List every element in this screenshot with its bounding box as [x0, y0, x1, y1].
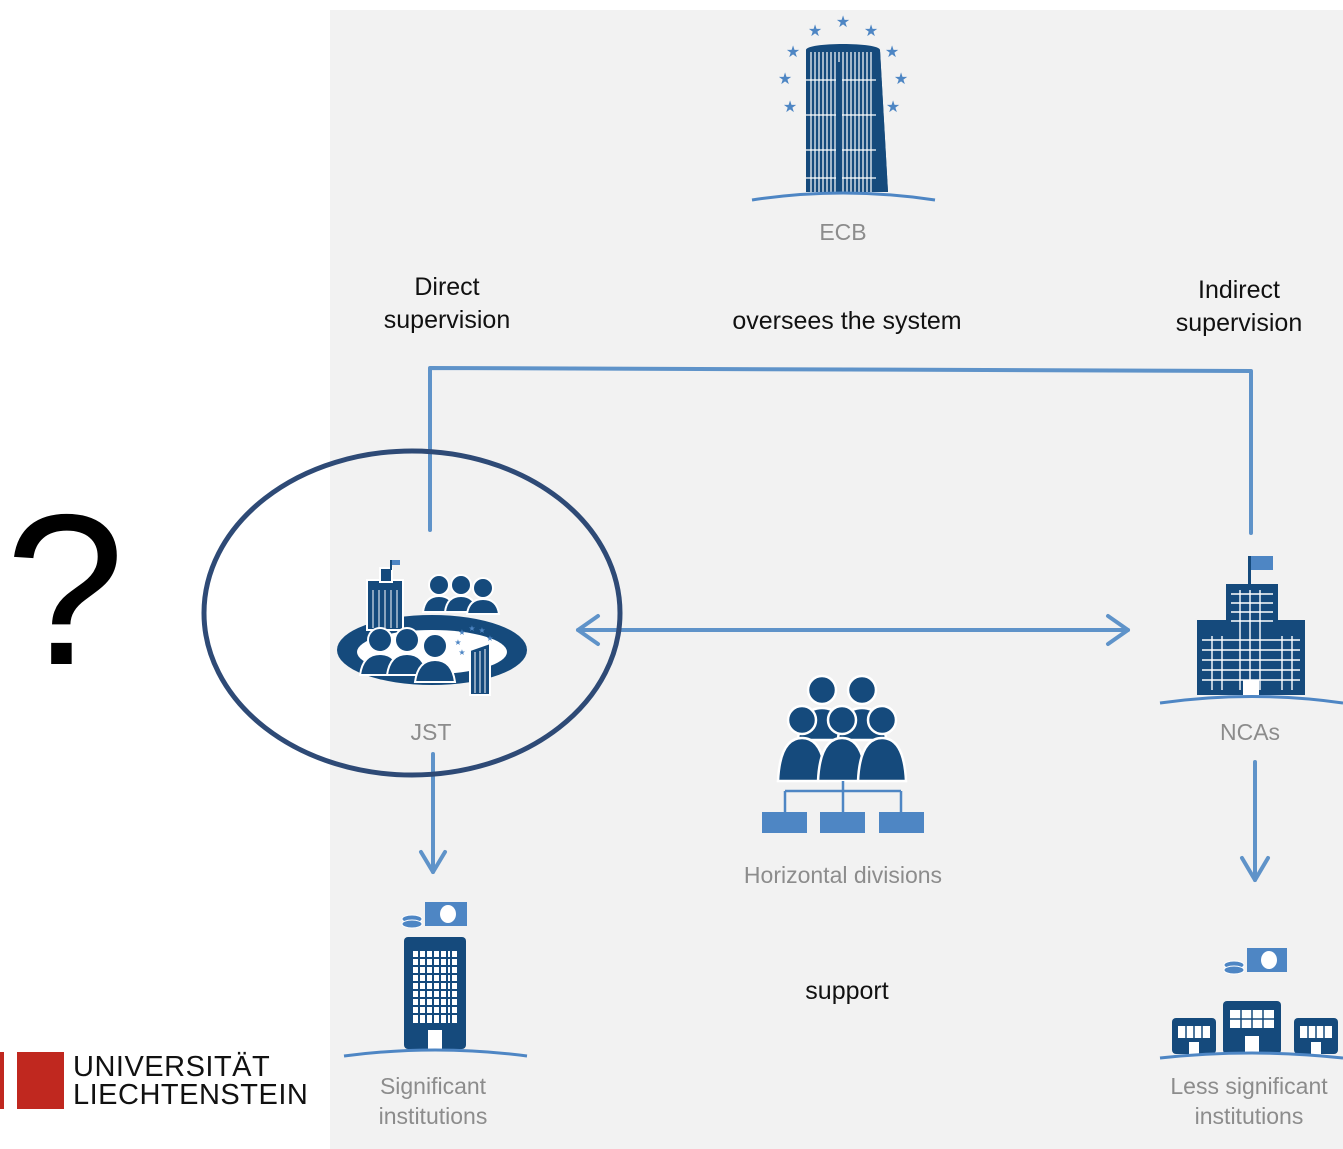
svg-text:★: ★ — [458, 648, 465, 657]
significant-institutions-label: Significant institutions — [378, 1073, 488, 1129]
horizontal-divisions-icon — [762, 674, 924, 833]
logo-red-edge — [0, 1052, 4, 1109]
indirect-supervision-label: Indirect supervision — [1175, 276, 1303, 337]
support-label: support — [805, 977, 889, 1005]
jst-arrowhead — [576, 614, 600, 646]
ncas-label: NCAs — [1219, 719, 1281, 745]
svg-text:★: ★ — [886, 97, 900, 116]
svg-text:★: ★ — [864, 21, 878, 40]
ncas-arrowhead — [1106, 614, 1130, 646]
svg-text:★: ★ — [486, 634, 493, 643]
diagram-background — [330, 10, 1343, 1149]
svg-text:★: ★ — [778, 69, 792, 88]
svg-text:★: ★ — [836, 12, 850, 31]
ecb-building-icon: ★ ★ ★ ★ ★ ★ ★ ★ ★ — [751, 12, 936, 202]
oversees-system-label: oversees the system — [732, 307, 962, 335]
ecb-label: ECB — [819, 219, 867, 245]
significant-institution-icon — [343, 902, 528, 1058]
jst-highlight-ellipse — [201, 448, 623, 778]
svg-text:★: ★ — [808, 21, 822, 40]
less-significant-institutions-icon — [1159, 948, 1343, 1060]
logo-red-square — [17, 1052, 64, 1109]
svg-text:★: ★ — [783, 97, 797, 116]
svg-text:★: ★ — [454, 638, 461, 647]
svg-text:★: ★ — [894, 69, 908, 88]
jst-label: JST — [410, 719, 452, 745]
university-logo-text: UNIVERSITÄT LIECHTENSTEIN — [73, 1051, 309, 1111]
less-significant-institutions-label: Less significant institutions — [1170, 1073, 1328, 1129]
svg-text:★: ★ — [885, 42, 899, 61]
svg-text:★: ★ — [786, 42, 800, 61]
svg-text:★: ★ — [468, 624, 475, 633]
horizontal-divisions-label: Horizontal divisions — [743, 862, 943, 888]
direct-supervision-label: Direct supervision — [383, 273, 511, 334]
ncas-building-icon — [1159, 556, 1343, 705]
direct-indirect-connector — [428, 366, 1253, 535]
jst-icon: ★★★ ★★★ — [337, 560, 527, 696]
question-mark: ? — [5, 469, 125, 710]
svg-text:★: ★ — [478, 626, 485, 635]
connector-lines — [419, 366, 1270, 882]
svg-text:★: ★ — [458, 628, 465, 637]
